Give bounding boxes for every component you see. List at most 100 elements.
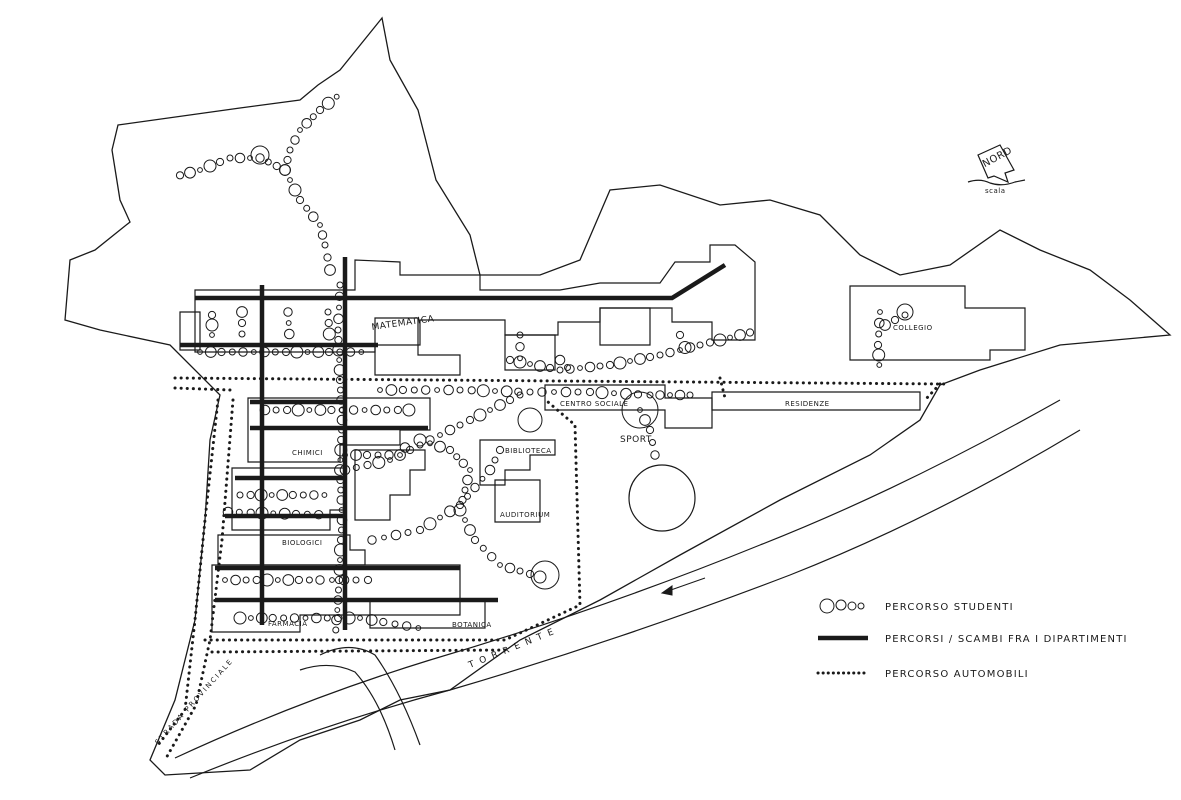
student-route-circle [611,390,617,397]
student-route-circle [303,204,311,212]
student-route-circle [873,340,883,350]
student-route-circle [291,509,301,519]
student-route-circle [317,230,328,240]
student-route-circle [334,291,345,301]
label-matematica: MATEMATICA [371,314,435,333]
student-route-circle [464,492,471,500]
student-route-circle [308,211,319,222]
student-route-circle [338,526,345,534]
student-route-circle [517,355,523,362]
student-route-circle [242,576,250,584]
student-route-circle [374,451,382,459]
student-route-circle [434,440,446,453]
student-route-circle [334,613,343,623]
student-route-circle [495,445,505,455]
student-route-circle [385,384,398,396]
student-route-circle [342,611,356,625]
student-route-circle [665,347,675,358]
student-route-circle [877,309,883,315]
student-route-circle [464,524,476,536]
student-route-circle [423,517,437,531]
label-auditorium: AUDITORIUM [500,511,550,519]
student-route-circle [596,362,604,370]
building-matematica [374,317,461,376]
student-route-circle [384,450,394,460]
student-route-circle [304,349,311,355]
student-route-circle [394,449,406,461]
student-route-circle [255,153,265,163]
student-route-circle [377,387,383,393]
student-route-circle [513,355,527,369]
student-route-circle [505,395,515,405]
student-route-circle [350,449,362,461]
legend-label-students: PERCORSO STUDENTI [885,602,1014,613]
student-route-circle [565,364,575,374]
student-route-circle [705,338,715,347]
student-route-circle [476,384,490,398]
student-route-circle [595,386,609,400]
student-route-circle [545,363,555,373]
student-route-circle [434,387,441,393]
student-route-circle [272,406,280,414]
student-route-circle [605,360,615,370]
legend-label-cars: PERCORSO AUTOMOBILI [885,669,1029,680]
student-route-circle [437,432,443,438]
student-route-circle [238,347,248,357]
student-route-circle [875,330,883,338]
student-route-circle [321,492,328,498]
student-route-circle [336,348,344,356]
student-route-circle [352,464,360,471]
student-route-circle [283,155,292,165]
student-route-circle [280,614,288,622]
student-route-circle [339,406,346,414]
building-geologia [599,307,651,346]
student-route-circle [336,281,344,289]
student-route-circle [491,456,499,464]
student-route-circle [551,389,557,395]
student-route-circle [324,318,333,328]
student-route-circle [271,348,279,356]
student-route-circle [484,464,496,476]
student-route-circle [381,534,387,541]
student-route-circle [222,506,234,518]
label-sport: SPORT [620,435,652,445]
student-route-circle [299,491,307,499]
label-centro-sociale: CENTRO SOCIALE [560,400,628,408]
student-route-circle [379,617,388,627]
student-route-circle [497,562,503,568]
student-route-circle [470,482,480,493]
student-route-circle [458,458,468,468]
student-route-circle [335,375,345,385]
student-route-circle [437,514,443,521]
student-route-circle [334,326,342,334]
student-route-circle [584,361,596,373]
student-route-circle [268,492,275,498]
sport-small-ring [621,391,659,429]
student-route-circle [515,342,525,352]
label-biologici: BIOLOGICI [282,539,322,547]
student-route-circle [287,177,293,183]
student-route-circle [334,575,344,585]
student-route-circle [278,507,291,520]
student-route-circle [453,453,461,461]
student-route-circle [348,405,359,415]
student-route-circle [175,171,185,180]
student-route-circle [209,332,215,338]
student-route-circle [205,318,219,332]
student-route-circle [336,395,346,405]
label-botanica: BOTANICA [452,621,492,629]
student-route-circle [337,457,344,463]
student-route-circle [467,467,473,473]
student-route-circle [217,347,226,357]
student-route-circle [479,544,487,552]
student-route-circle [197,167,203,173]
label-collegio: COLLEGIO [893,324,933,332]
student-route-circle [321,96,335,110]
student-route-circle [246,508,255,517]
student-route-circle [288,183,302,197]
student-route-circle [872,348,886,362]
student-route-circle [684,342,696,353]
student-route-circle [577,365,583,371]
student-route-circle [387,457,393,463]
